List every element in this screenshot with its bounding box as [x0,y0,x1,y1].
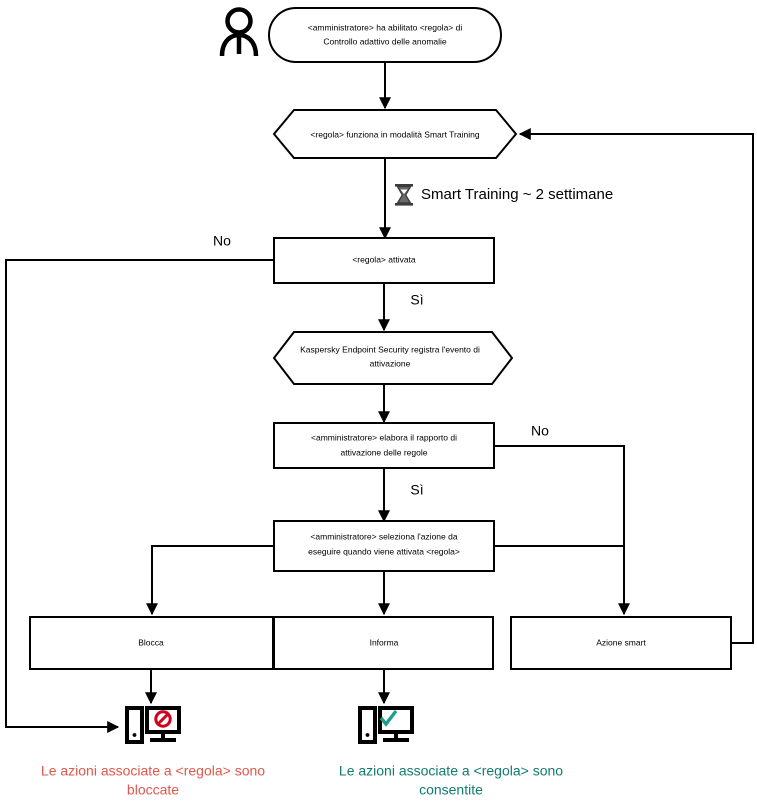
node-action-block-label: Blocca [138,637,164,647]
edge-label-rule-activated-yes: Sì [410,292,423,308]
node-event-registered-line1: Kaspersky Endpoint Security registra l'e… [300,344,480,354]
node-admin-selects-action [273,520,495,572]
outcome-blocked-line1: Le azioni associate a <regola> sono [41,763,265,779]
edge-label-admin-report-yes: Sì [410,482,423,498]
node-admin-report-line2: attivazione delle regole [341,447,428,457]
edge-rule-activated-no [5,259,274,733]
node-event-registered-line2: attivazione [370,358,411,368]
node-rule-activated-label: <regola> attivata [352,254,416,264]
node-admin-selects-action-line1: <amministratore> seleziona l'azione da [310,531,457,541]
outcome-allowed-line2: consentite [419,782,483,798]
node-event-registered [272,331,514,385]
node-admin-report [273,422,495,469]
hourglass-icon [395,184,413,206]
outcome-allowed-line1: Le azioni associate a <regola> sono [339,763,563,779]
edge-azione-smart-feedback [518,128,754,644]
edge-admin-report-no [494,445,630,616]
outcome-blocked-line2: bloccate [127,782,179,798]
node-smart-training-label: <regola> funziona in modalità Smart Trai… [310,129,479,139]
annotation-smart-training-duration: Smart Training ~ 2 settimane [421,186,613,203]
node-start [268,7,502,63]
node-admin-selects-action-line2: eseguire quando viene attivata <regola> [308,546,460,556]
node-action-smart-label: Azione smart [596,637,646,647]
computer-allowed-icon [358,706,414,744]
node-action-inform [273,616,494,670]
node-start-line2: Controllo adattivo delle anomalie [323,36,447,46]
person-icon [219,7,259,57]
node-action-block [29,616,274,670]
node-start-line1: <amministratore> ha abilitato <regola> d… [308,22,463,32]
computer-blocked-icon [125,706,181,744]
node-smart-training [272,109,518,159]
node-admin-report-line1: <amministratore> elabora il rapporto di [311,432,457,442]
node-rule-activated [273,237,495,284]
edge-select-to-blocca [146,545,274,616]
edge-label-rule-activated-no: No [213,233,231,249]
node-action-inform-label: Informa [370,637,399,647]
edge-label-admin-report-no: No [531,423,549,439]
